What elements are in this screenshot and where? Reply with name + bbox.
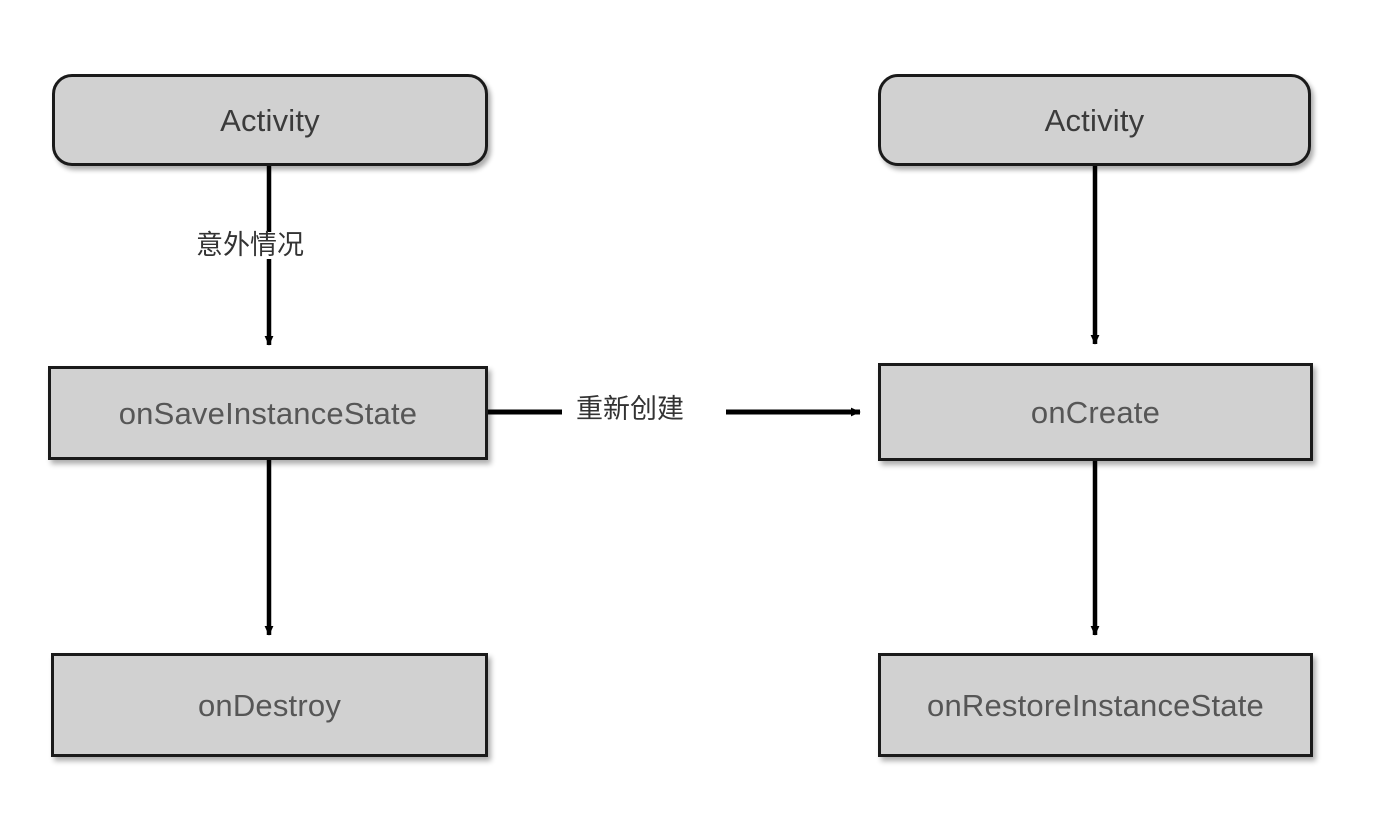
node-on-create[interactable]: onCreate — [878, 363, 1313, 461]
node-label-activity-right: Activity — [1044, 102, 1145, 138]
node-label-on-create: onCreate — [1030, 394, 1161, 430]
edge-label-recreate: 重新创建 — [572, 396, 688, 423]
node-on-destroy[interactable]: onDestroy — [51, 653, 488, 757]
node-label-on-save-instance-state: onSaveInstanceState — [118, 395, 418, 431]
node-on-save-instance-state[interactable]: onSaveInstanceState — [48, 366, 488, 460]
node-activity-left[interactable]: Activity — [52, 74, 488, 166]
edge-label-unexpected-situation: 意外情况 — [192, 232, 308, 259]
node-label-on-restore-instance-state: onRestoreInstanceState — [927, 687, 1264, 723]
node-label-activity-left: Activity — [220, 102, 320, 138]
node-on-restore-instance-state[interactable]: onRestoreInstanceState — [878, 653, 1313, 757]
node-activity-right[interactable]: Activity — [878, 74, 1311, 166]
node-label-on-destroy: onDestroy — [197, 687, 342, 723]
